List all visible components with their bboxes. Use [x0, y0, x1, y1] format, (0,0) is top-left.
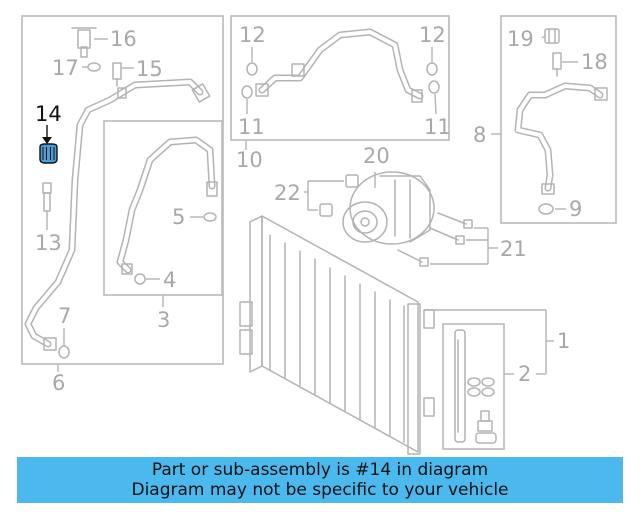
callout-9: 9: [569, 197, 582, 221]
callout-19: 19: [507, 27, 534, 51]
callout-8: 8: [473, 123, 486, 147]
callout-14: 14: [35, 102, 62, 126]
callout-6: 6: [52, 371, 65, 395]
callout-4: 4: [163, 268, 176, 292]
leader-lines: [42, 35, 578, 375]
valve-cap-14: [39, 143, 58, 164]
banner-line-2: Diagram may not be specific to your vehi…: [131, 480, 509, 500]
banner-line-1: Part or sub-assembly is #14 in diagram: [151, 460, 489, 480]
callout-12-left: 12: [239, 23, 266, 47]
o-ring-7: [58, 345, 70, 359]
callout-11-left: 11: [238, 115, 265, 139]
o-ring-12-left: [246, 62, 258, 76]
callout-16: 16: [110, 27, 137, 51]
valve-15: [112, 62, 122, 87]
cap-22-lower: [319, 203, 333, 217]
callout-17: 17: [52, 56, 79, 80]
o-ring-4: [134, 273, 146, 285]
callout-12-right: 12: [419, 23, 446, 47]
compressor-20: [342, 171, 435, 245]
o-ring-5: [203, 212, 217, 222]
o-ring-11-right: [428, 80, 440, 94]
pressure-sensor-16: [71, 27, 97, 58]
condenser-1: [239, 215, 435, 455]
box-group-6: [21, 15, 224, 365]
cap-19: [544, 28, 560, 44]
disclaimer-banner: Part or sub-assembly is #14 in diagram D…: [17, 457, 623, 503]
callout-1: 1: [557, 329, 570, 353]
o-ring-17: [87, 62, 101, 72]
cap-22-upper: [345, 174, 359, 188]
callout-13: 13: [35, 231, 62, 255]
o-ring-9: [538, 203, 554, 215]
callout-2: 2: [518, 362, 531, 386]
callout-21: 21: [500, 237, 527, 261]
o-ring-11-left: [241, 85, 253, 99]
drier-2: [454, 329, 497, 444]
callout-11-right: 11: [424, 115, 451, 139]
service-valve-13: [42, 182, 52, 219]
callout-20: 20: [363, 144, 390, 168]
callout-10: 10: [236, 148, 263, 172]
box-group-10: [230, 15, 450, 141]
box-group-2: [442, 323, 505, 450]
callout-7: 7: [58, 304, 71, 328]
refrigerant-line-8: [514, 82, 608, 195]
refrigerant-line-6: [24, 78, 211, 351]
refrigerant-line-10: [255, 28, 424, 103]
callout-18: 18: [581, 50, 608, 74]
callout-22: 22: [274, 181, 301, 205]
box-group-8: [500, 15, 617, 224]
valve-18: [552, 52, 562, 77]
callout-3: 3: [157, 308, 170, 332]
callout-15: 15: [136, 57, 163, 81]
o-ring-12-right: [426, 62, 438, 76]
callout-5: 5: [172, 205, 185, 229]
refrigerant-line-3: [116, 136, 218, 275]
bolts-21: [397, 212, 473, 267]
